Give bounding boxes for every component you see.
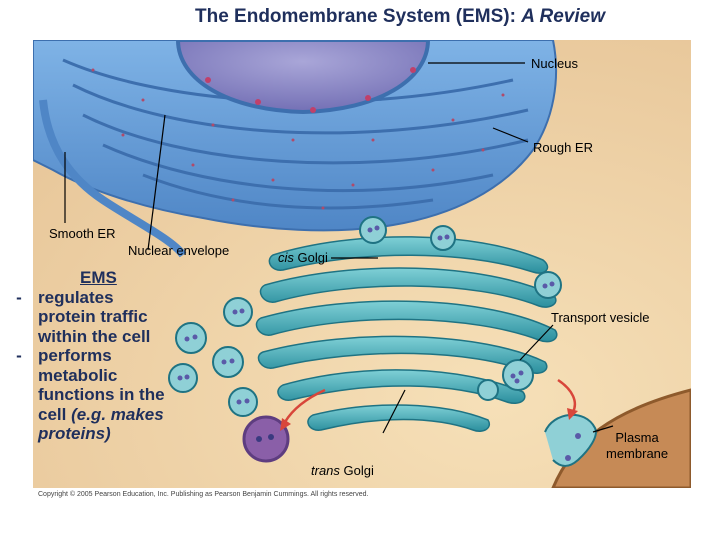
leader-lines <box>64 62 614 434</box>
arrowheads <box>280 408 578 431</box>
slide-title: The Endomembrane System (EMS): A Review <box>0 6 720 28</box>
ems-item2-line5: proteins) <box>0 424 260 444</box>
title-main: The Endomembrane System (EMS): <box>194 6 516 27</box>
bullet-dash: - <box>16 346 22 365</box>
trans-golgi-rest: Golgi <box>343 463 374 478</box>
vesicles <box>168 216 562 417</box>
nucleus <box>175 40 431 115</box>
ribosome-dots <box>91 68 505 210</box>
label-cis-golgi: cis Golgi <box>278 250 328 265</box>
golgi-apparatus <box>255 236 558 432</box>
ems-item2-cell: cell <box>38 404 67 424</box>
trans-golgi-italic: trans <box>311 463 340 478</box>
label-nuclear-envelope: Nuclear envelope <box>128 243 230 258</box>
ems-item1-line1: regulates <box>38 287 114 307</box>
label-nucleus: Nucleus <box>531 56 578 71</box>
ems-heading: EMS <box>80 268 117 287</box>
ems-item2-example1: (e.g. makes <box>71 404 164 424</box>
ems-item2-line3: functions in the <box>38 385 165 404</box>
cis-golgi-italic: cis <box>278 250 294 265</box>
plasma-membrane-line2: membrane <box>606 446 669 461</box>
plasma-membrane-line1: Plasma <box>615 430 659 445</box>
plasma-membrane <box>544 388 691 488</box>
ems-item-2: -performs <box>0 346 260 366</box>
ems-item2-line4: cell (e.g. makes <box>0 405 260 425</box>
ems-item2-example2: proteins) <box>38 424 111 443</box>
label-rough-er: Rough ER <box>533 140 593 155</box>
label-transport-vesicle: Transport vesicle <box>551 310 650 325</box>
bullet-dash: - <box>16 287 22 307</box>
trafficking-arrows <box>283 378 577 423</box>
ems-item2-line2: metabolic <box>38 365 118 385</box>
title-italic: A Review <box>521 6 605 27</box>
ems-item1-line2: protein traffic <box>38 307 148 326</box>
ems-item-1: -regulates <box>0 288 260 308</box>
cell-illustration <box>33 40 691 488</box>
ems-item2-line1: performs <box>38 346 112 365</box>
vesicle-cargo <box>177 225 555 405</box>
label-trans-golgi: trans Golgi <box>311 463 374 478</box>
lysosome <box>242 415 290 463</box>
label-smooth-er: Smooth ER <box>49 226 116 241</box>
copyright-notice: Copyright © 2005 Pearson Education, Inc.… <box>38 491 369 498</box>
ems-summary: EMS -regulates protein traffic within th… <box>0 268 260 444</box>
ems-item1-line3: within the cell <box>38 326 151 346</box>
cis-golgi-rest: Golgi <box>297 250 328 265</box>
